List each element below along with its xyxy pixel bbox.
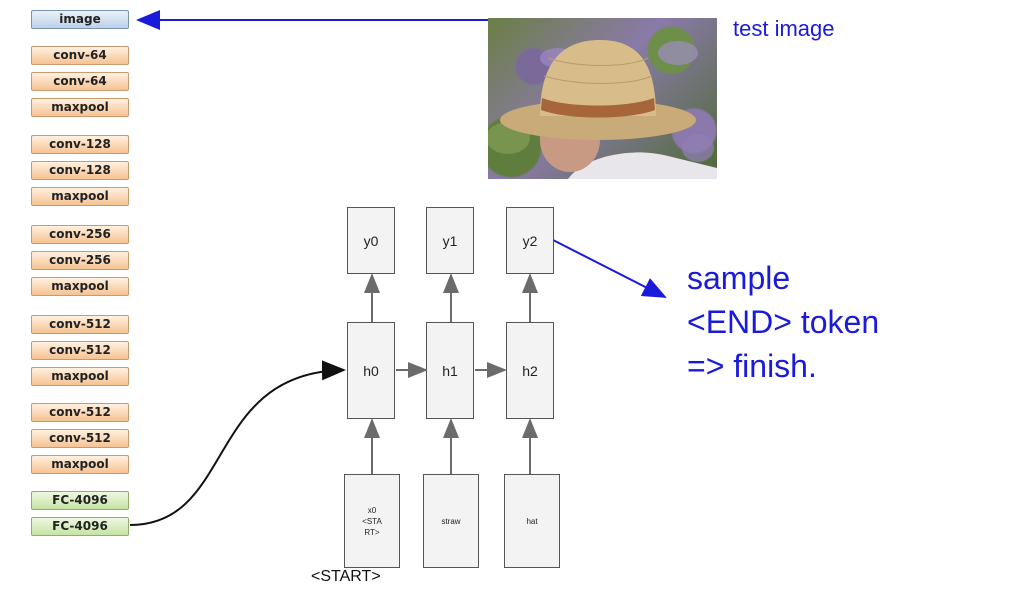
fc-to-h0-arrow xyxy=(129,360,346,526)
cnn-layer-image: image xyxy=(31,10,129,29)
cnn-layer-conv: conv-256 xyxy=(31,225,129,244)
cnn-layer-conv: conv-512 xyxy=(31,315,129,334)
cnn-layer-conv: conv-128 xyxy=(31,135,129,154)
cnn-layer-pool: maxpool xyxy=(31,98,129,117)
cnn-layer-pool: maxpool xyxy=(31,367,129,386)
hidden-h2: h2 xyxy=(506,322,554,419)
man-in-straw-hat-picture xyxy=(488,40,717,179)
y2-to-note-arrow xyxy=(552,239,667,298)
cnn-layer-conv: conv-64 xyxy=(31,46,129,65)
cnn-layer-pool: maxpool xyxy=(31,277,129,296)
output-y0: y0 xyxy=(347,207,395,274)
cnn-layer-conv: conv-512 xyxy=(31,341,129,360)
end-token-note: sample <END> token => finish. xyxy=(687,260,880,384)
cnn-layer-conv: conv-64 xyxy=(31,72,129,91)
cnn-layer-conv: conv-512 xyxy=(31,403,129,422)
cnn-layer-fc: FC-4096 xyxy=(31,517,129,536)
cnn-layer-conv: conv-256 xyxy=(31,251,129,270)
cnn-layer-conv: conv-512 xyxy=(31,429,129,448)
test-image-label: test image xyxy=(733,16,835,41)
input-hat: hat xyxy=(504,474,560,568)
cnn-layer-pool: maxpool xyxy=(31,455,129,474)
output-y1: y1 xyxy=(426,207,474,274)
start-token-label: <START> xyxy=(311,568,381,585)
cnn-layer-conv: conv-128 xyxy=(31,161,129,180)
hidden-h0: h0 xyxy=(347,322,395,419)
test-photo-hat xyxy=(488,18,717,179)
cnn-layer-pool: maxpool xyxy=(31,187,129,206)
output-y2: y2 xyxy=(506,207,554,274)
input-straw: straw xyxy=(423,474,479,568)
hidden-h1: h1 xyxy=(426,322,474,419)
cnn-layer-fc: FC-4096 xyxy=(31,491,129,510)
input-x0-start: x0 <STA RT> xyxy=(344,474,400,568)
